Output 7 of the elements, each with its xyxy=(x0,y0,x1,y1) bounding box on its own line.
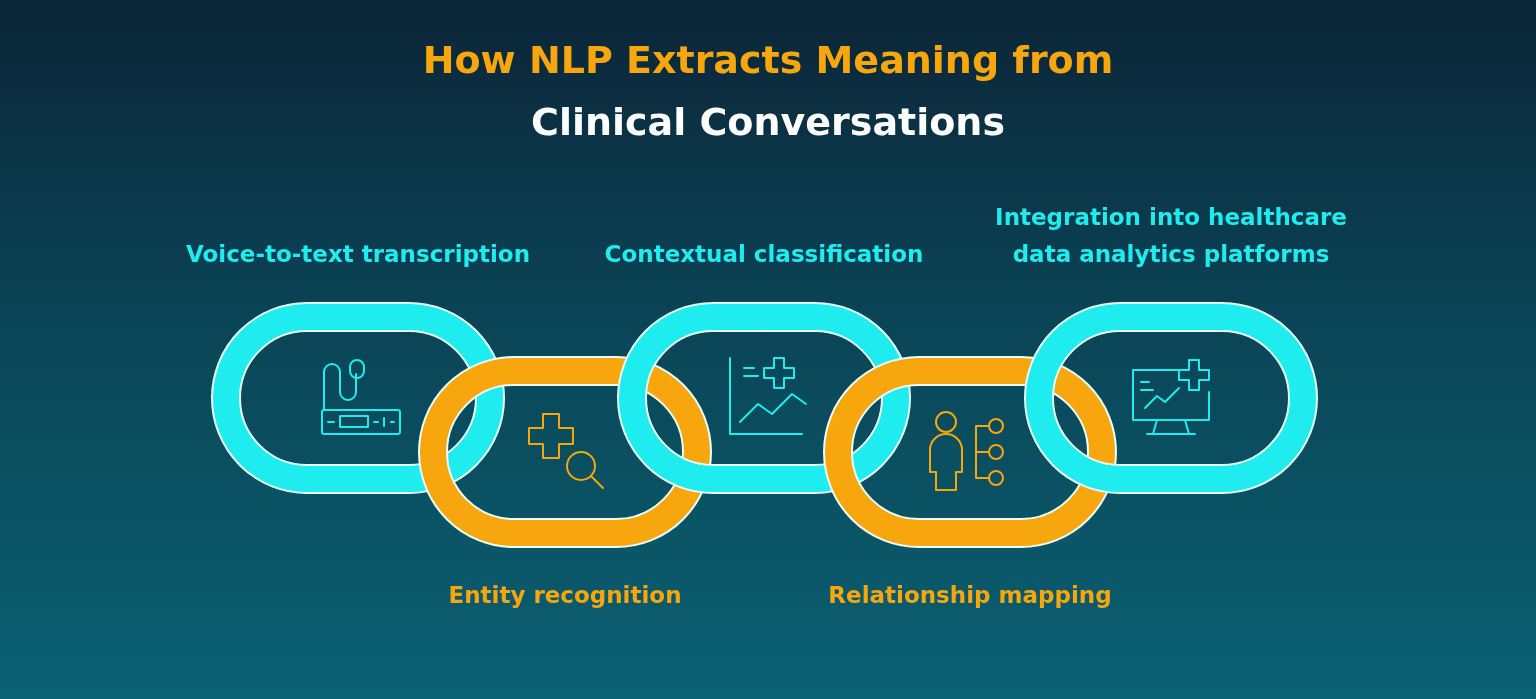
step-label: Contextual classification xyxy=(603,240,925,269)
step-label: Entity recognition xyxy=(447,581,683,610)
subtitle: Clinical Conversations xyxy=(530,102,1006,144)
step-label: Integration into healthcare data analytics platforms xyxy=(994,203,1348,269)
title: How NLP Extracts Meaning from xyxy=(421,40,1115,82)
step-label: Voice-to-text transcription xyxy=(184,240,532,269)
step-label: Relationship mapping xyxy=(827,581,1113,610)
